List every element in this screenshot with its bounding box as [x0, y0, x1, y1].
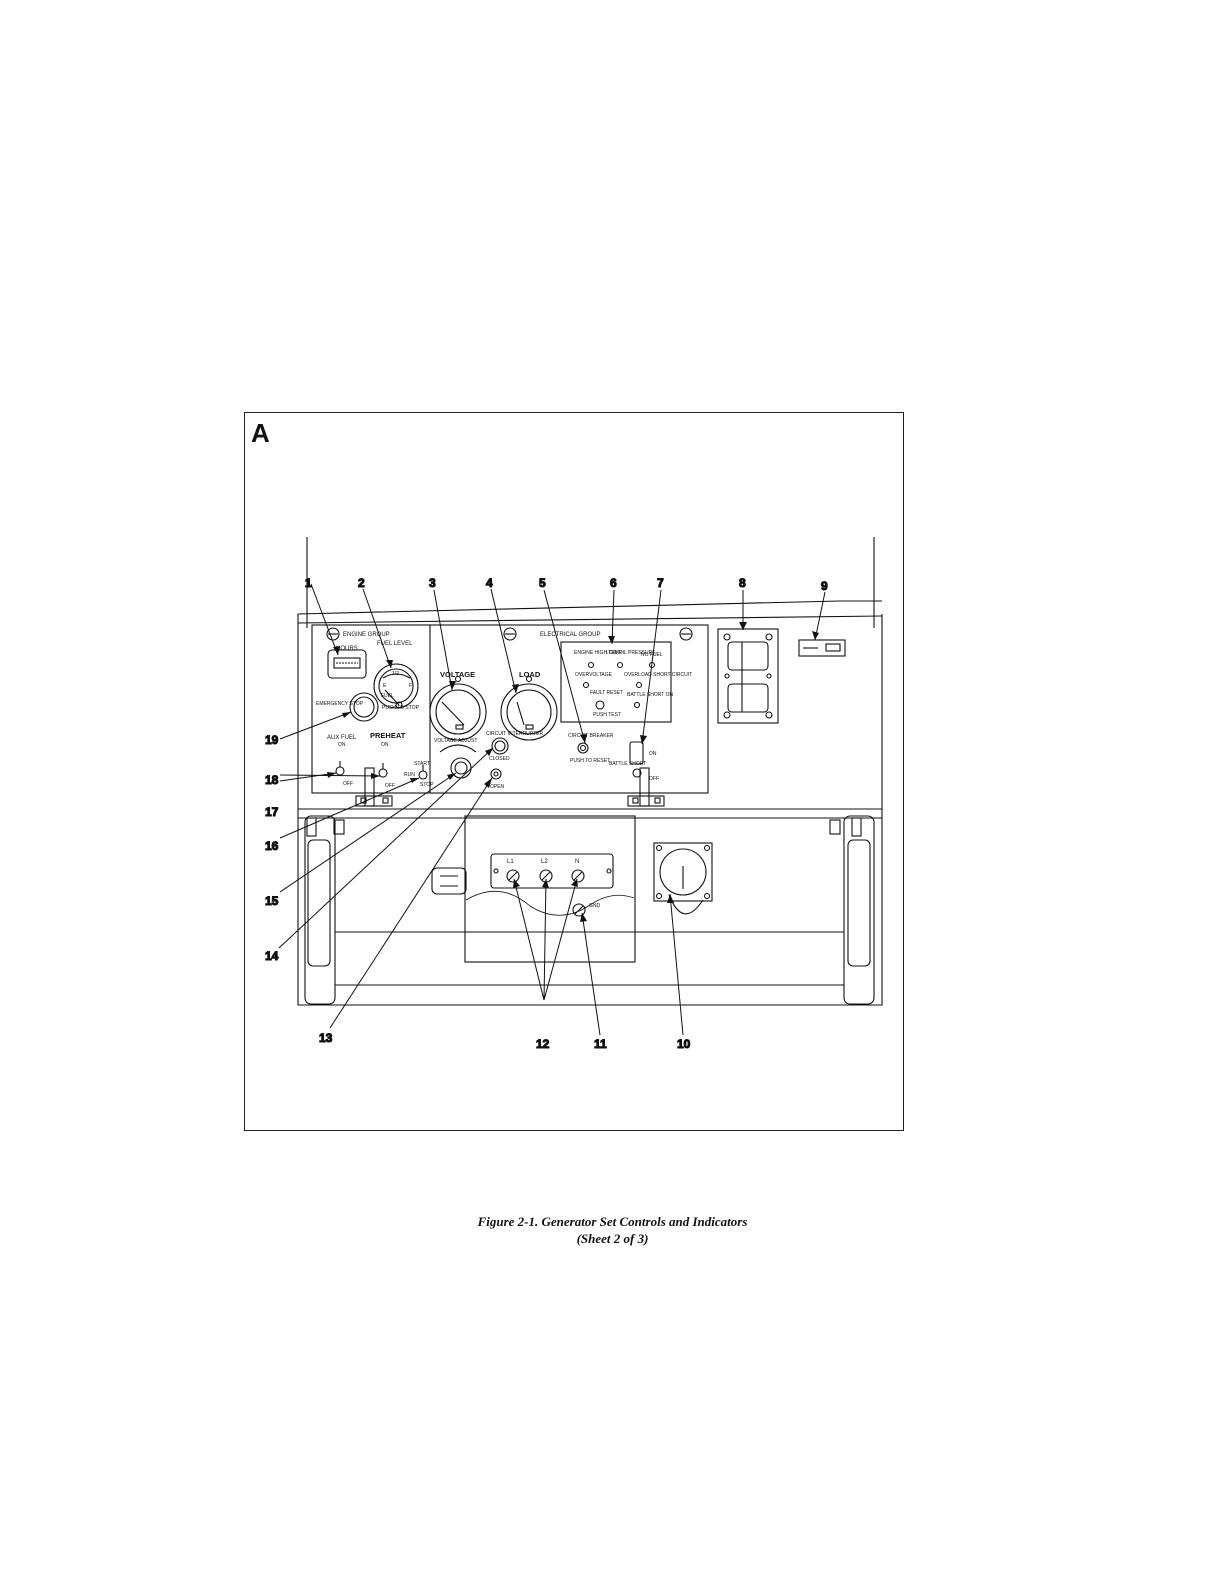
circuit-interrupter-switch [490, 737, 509, 780]
leader-lines [278, 583, 826, 1036]
preheat-switch [378, 763, 388, 778]
label-electrical-group: ELECTRICAL GROUP [540, 632, 600, 638]
label-fault-engine-high-temp: ENGINE HIGH TEMP [574, 650, 623, 656]
label-battle-short: BATTLE SHORT [609, 761, 646, 767]
voltage-adjust-knob [439, 744, 477, 779]
label-preheat-off: OFF [385, 783, 395, 789]
label-terminal-l1: L1 [507, 859, 514, 865]
left-handle [304, 815, 345, 1005]
callout-8: 8 [739, 576, 746, 590]
callout-4: 4 [486, 576, 493, 590]
callout-14: 14 [265, 949, 279, 963]
label-terminal-n: N [575, 859, 579, 865]
label-push-to-stop: PUSH TO STOP [382, 705, 420, 711]
callout-10: 10 [677, 1037, 691, 1051]
label-fault-no-fuel: NO FUEL [641, 652, 663, 658]
label-fuel-word: FUEL [381, 693, 394, 699]
label-aux-on: ON [338, 742, 346, 748]
label-aux-fuel: AUX FUEL [327, 735, 357, 741]
label-bs-off: OFF [649, 776, 659, 782]
label-engine-group: ENGINE GROUP [343, 632, 390, 638]
load-meter [500, 675, 558, 741]
label-preheat: PREHEAT [370, 731, 406, 740]
callout-11: 11 [594, 1037, 607, 1051]
label-circuit-interrupter: CIRCUIT INTERRUPTER [486, 731, 544, 737]
label-voltage: VOLTAGE [440, 670, 475, 679]
label-fault-battle-short: BATTLE SHORT ON [627, 692, 674, 698]
figure-frame [244, 412, 904, 1131]
callout-12: 12 [536, 1037, 550, 1051]
label-fault-push: PUSH TEST [593, 712, 621, 718]
callout-1: 1 [305, 576, 312, 590]
label-fault-reset: FAULT RESET [590, 690, 623, 696]
terminal-gnd [572, 903, 586, 917]
voltage-meter [429, 675, 487, 741]
label-fuel-half: 1/2 [392, 671, 399, 677]
circuit-breaker-button [577, 742, 589, 754]
callout-13: 13 [319, 1031, 333, 1045]
label-start: START [414, 761, 430, 767]
paralleling-receptacle [653, 842, 713, 915]
hours-meter [327, 649, 367, 679]
convenience-receptacle [717, 628, 779, 724]
battle-short-switch [629, 741, 644, 778]
label-fault-overload: OVERLOAD SHORT CIRCUIT [624, 672, 692, 678]
label-hours: HOURS [336, 646, 358, 652]
callout-7: 7 [657, 576, 664, 590]
label-open: OPEN [490, 784, 505, 790]
label-fuel-f: F [409, 683, 412, 689]
label-aux-off: OFF [343, 781, 353, 787]
panel-brackets [355, 767, 665, 807]
label-voltage-adjust: VOLTAGE ADJUST [434, 738, 477, 744]
callout-2: 2 [358, 576, 365, 590]
start-run-stop-switch [418, 765, 428, 780]
callout-19: 19 [265, 733, 279, 747]
callout-17: 17 [265, 805, 279, 819]
label-emergency-stop: EMERGENCY STOP [316, 701, 364, 707]
label-push-to-reset: PUSH TO RESET [570, 758, 610, 764]
label-fuel-level: FUEL LEVEL [377, 641, 413, 647]
callout-16: 16 [265, 839, 279, 853]
emergency-stop-button [349, 692, 379, 722]
label-fault-low-oil: LOW OIL PRESSURE [606, 650, 656, 656]
label-load: LOAD [519, 670, 541, 679]
data-plate [798, 639, 846, 657]
callout-3: 3 [429, 576, 436, 590]
label-fuel-e: E [383, 683, 387, 689]
aux-fuel-switch [335, 761, 345, 776]
caption-title: Figure 2-1. Generator Set Controls and I… [477, 1214, 748, 1229]
label-run: RUN [404, 772, 415, 778]
right-handle [829, 815, 875, 1005]
label-stop: STOP [420, 782, 434, 788]
figure-letter: A [251, 418, 270, 448]
label-terminal-gnd: GND [589, 903, 601, 909]
terminal-l1 [506, 869, 520, 883]
label-circuit-breaker: CIRCUIT BREAKER [568, 733, 614, 739]
fuel-level-gauge [373, 663, 419, 709]
control-panel-housing [297, 600, 883, 1006]
callout-15: 15 [265, 894, 279, 908]
leader-arrowheads [327, 622, 819, 922]
label-terminal-l2: L2 [541, 859, 548, 865]
figure-caption: Figure 2-1. Generator Set Controls and I… [0, 1213, 1225, 1247]
callout-9: 9 [821, 579, 828, 593]
output-terminal-board [431, 815, 636, 963]
label-fault-overvoltage: OVERVOLTAGE [575, 672, 613, 678]
label-bs-on: ON [649, 751, 657, 757]
callout-18: 18 [265, 773, 279, 787]
caption-sheet: (Sheet 2 of 3) [576, 1231, 649, 1246]
terminal-n [571, 869, 585, 883]
callout-5: 5 [539, 576, 546, 590]
callout-6: 6 [610, 576, 617, 590]
label-preheat-on: ON [381, 742, 389, 748]
label-closed: CLOSED [489, 756, 510, 762]
